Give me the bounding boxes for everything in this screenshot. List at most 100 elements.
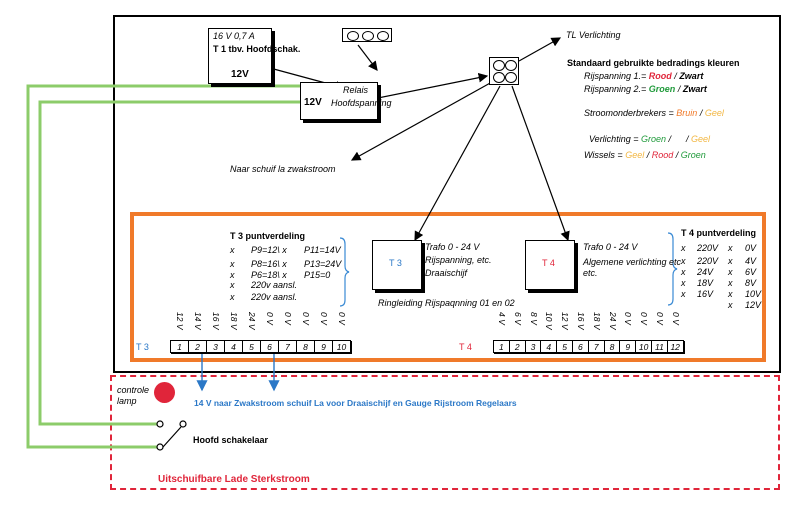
terminal-section-frame <box>130 212 766 362</box>
t3-row-cell: 220v aansl. <box>251 280 298 290</box>
t4-transformer-box: T 4 <box>525 240 575 290</box>
arrow-relais-to-junction <box>377 72 489 99</box>
t4-row-cell: 6V <box>745 267 757 277</box>
t4-terminal: 1 <box>493 340 510 353</box>
t3-terminal: 6 <box>260 340 279 353</box>
t3-row-cell: x <box>230 270 235 280</box>
legend-color: Zwart <box>682 84 707 94</box>
t4-row-cell: x <box>728 300 733 310</box>
t3-row-cell: 220v aansl. <box>251 292 298 302</box>
t4-row-cell: 18V <box>697 278 714 288</box>
t4-terminal: 3 <box>524 340 542 353</box>
t4-terminal: 11 <box>651 340 668 353</box>
t4-terminal-voltage: 12 V <box>560 312 571 330</box>
t4-box-label: T 4 <box>542 258 555 268</box>
t3-row-cell: x <box>230 280 235 290</box>
t4-terminal-voltage: 0 V <box>654 312 665 325</box>
t4-row-cell: x <box>681 243 686 253</box>
t4-strip-label: T 4 <box>459 342 472 352</box>
connector-icon <box>493 60 505 71</box>
t3-terminal-voltage: 0 V <box>265 312 275 325</box>
t4-row-cell: 220V <box>697 256 719 266</box>
ring-label: Ringleiding Rijspaqnning 01 en 02 <box>378 298 515 308</box>
legend-sep: / <box>697 108 705 118</box>
legend-row-wissels: Wissels = Geel / Rood / Groen <box>584 150 706 160</box>
legend-color: Bruin <box>676 108 698 118</box>
t3-terminal-voltage: 12 V <box>175 312 185 330</box>
switch-lamp-icon <box>347 31 359 41</box>
t3-terminal-voltage: 0 V <box>283 312 293 325</box>
t3-terminal-voltage: 0 V <box>319 312 329 325</box>
t3-row-cell: P11=14V <box>304 245 341 255</box>
t3-terminal-voltage: 18 V <box>229 312 239 330</box>
legend-row-stroomonderbrekers: Stroomonderbrekers = Bruin / Geel <box>584 108 724 118</box>
t4-terminal: 2 <box>508 340 526 353</box>
legend-color: Rood <box>648 71 672 81</box>
t4-terminal: 7 <box>587 340 605 353</box>
relais-line1: Relais <box>343 85 369 95</box>
t4-terminal: 4 <box>540 340 558 353</box>
t3-row-cell: P15=0 <box>304 270 331 280</box>
t3-desc-2: Rijspanning, etc. <box>425 255 492 265</box>
t4-row-cell: x <box>681 278 686 288</box>
t4-desc-2: Algemene verlichting etc <box>583 257 682 267</box>
t3-title: T 3 puntverdeling <box>230 231 306 241</box>
t4-terminal-voltage: 18 V <box>591 312 602 330</box>
t3-transformer-box: T 3 <box>372 240 422 290</box>
legend-label: Rijspanning 1.= <box>584 71 649 81</box>
t4-terminal-voltage: 24 V <box>607 312 618 330</box>
t3-box-label: T 3 <box>389 258 402 268</box>
t3-row-cell: P13=24V <box>304 259 342 269</box>
t3-terminal-voltage: 24 V <box>247 312 257 330</box>
green-wires <box>26 84 300 449</box>
schuif-label: Naar schuif la zwakstroom <box>230 164 336 174</box>
legend-row-rijspanning2: Rijspanning 2.= Groen / Zwart <box>584 84 707 94</box>
arrow-to-t4 <box>511 85 570 242</box>
legend-color: Geel <box>625 150 645 160</box>
t4-row-cell: x <box>681 289 686 299</box>
switch-block <box>342 28 392 42</box>
t4-brace <box>667 232 678 306</box>
main-switch <box>156 420 187 451</box>
arrow-switch-to-relais <box>357 44 378 71</box>
lamp-label-1: controle <box>117 385 150 395</box>
t1-voltage: 12V <box>231 69 249 80</box>
t4-row-cell: 220V <box>697 243 719 253</box>
arrow-to-schuif <box>350 81 493 161</box>
tl-label: TL Verlichting <box>566 30 621 40</box>
legend-color: Groen <box>640 134 666 144</box>
junction-block <box>489 57 519 85</box>
legend-sep: / <box>673 150 681 160</box>
t4-row-cell: x <box>728 289 733 299</box>
legend-row-rijspanning1: Rijspanning 1.= Rood / Zwart <box>584 71 703 81</box>
legend-label: Rijspanning 2.= <box>584 84 649 94</box>
legend-color: Rood <box>651 150 674 160</box>
relais-box: 12V Relais Hoofdspanning <box>300 82 392 120</box>
t4-row-cell: x <box>728 256 733 266</box>
t4-row-cell: x <box>681 256 686 266</box>
legend-label: Stroomonderbrekers = <box>584 108 677 118</box>
t4-terminal-voltage: 0 V <box>623 312 634 325</box>
t4-row-cell: 16V <box>697 289 714 299</box>
t4-row-cell: x <box>728 278 733 288</box>
legend-title: Standaard gebruikte bedradings kleuren <box>567 58 740 68</box>
t4-terminal: 9 <box>619 340 637 353</box>
t3-terminal: 4 <box>224 340 243 353</box>
drawer-frame <box>110 375 780 490</box>
t4-row-cell: 24V <box>697 267 714 277</box>
legend-color: Geel <box>704 108 724 118</box>
legend-sep: / <box>675 84 683 94</box>
t4-title: T 4 puntverdeling <box>681 228 757 238</box>
t1-transformer-box: 16 V 0,7 A T 1 tbv. Hoofdschak. 12V <box>208 28 300 84</box>
t3-terminal: 9 <box>314 340 333 353</box>
t3-terminal: 5 <box>242 340 261 353</box>
legend-sep: / <box>644 150 652 160</box>
t4-terminal-voltage: 0 V <box>670 312 681 325</box>
drawer-title: Uitschuifbare Lade Sterkstroom <box>158 474 310 485</box>
hoofd-schakelaar-label[interactable]: Hoofd schakelaar <box>193 435 269 445</box>
t4-terminal-voltage: 4 V <box>496 312 507 325</box>
t3-row-cell: x <box>230 292 235 302</box>
legend-color: Geel <box>691 134 711 144</box>
t4-terminal: 10 <box>635 340 652 353</box>
t3-row-cell: x <box>230 259 235 269</box>
